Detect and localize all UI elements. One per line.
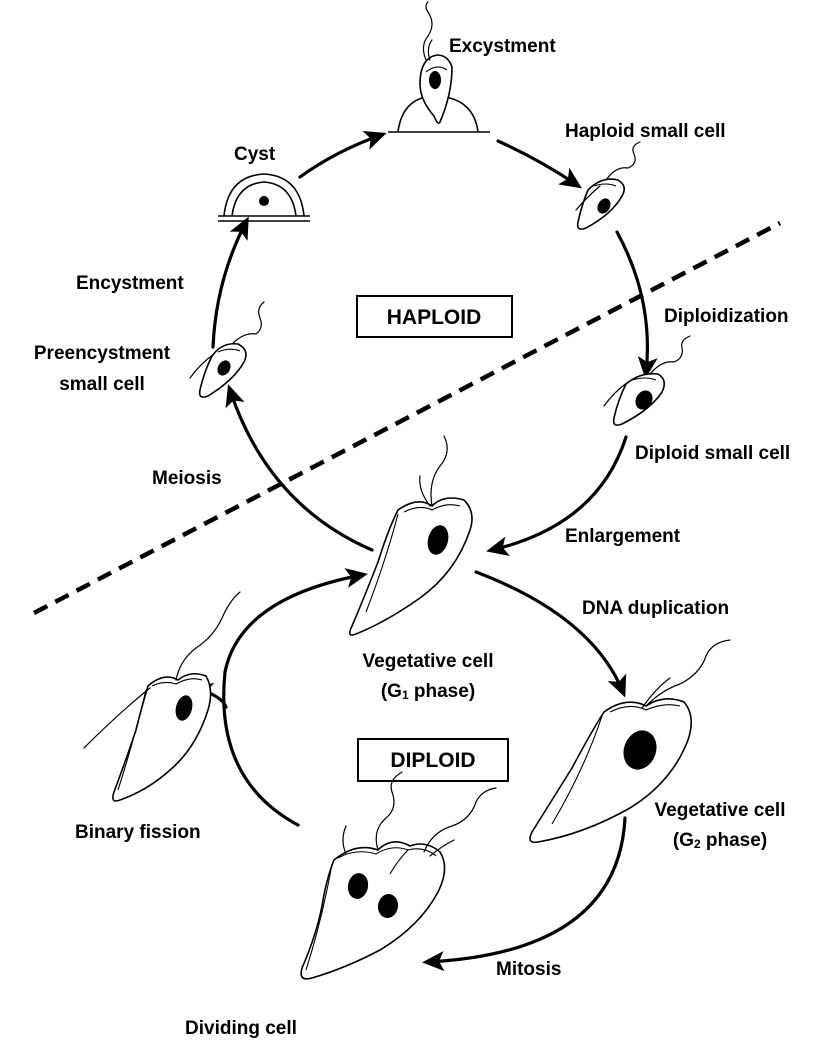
arrow-mitosis xyxy=(428,818,625,962)
arrow-excystment-to-haploid-cell xyxy=(498,141,577,185)
label-diploid-small-cell: Diploid small cell xyxy=(635,443,790,464)
label-encystment: Encystment xyxy=(76,273,184,294)
label-vegetative-g2-line2: (G2 phase) xyxy=(673,830,767,851)
arrow-meiosis xyxy=(230,390,372,550)
arrow-encystment xyxy=(213,222,246,347)
haploid-label: HAPLOID xyxy=(387,306,482,329)
label-binary-fission: Binary fission xyxy=(75,822,201,843)
label-dna-duplication: DNA duplication xyxy=(582,598,729,619)
label-vegetative-g2-line1: Vegetative cell xyxy=(655,800,786,821)
cyst-illustration xyxy=(218,174,310,221)
label-haploid-small-cell: Haploid small cell xyxy=(565,121,726,142)
arrow-binary-fission-loop xyxy=(224,575,362,825)
diploid-label: DIPLOID xyxy=(390,749,475,772)
dividing-cell-illustration xyxy=(301,772,496,979)
label-excystment: Excystment xyxy=(449,36,556,57)
label-diploidization: Diploidization xyxy=(664,306,789,327)
label-dividing-cell: Dividing cell xyxy=(185,1018,297,1039)
arrow-dna-duplication xyxy=(476,572,623,692)
label-preencystment-line1: Preencystment xyxy=(34,343,171,364)
label-mitosis: Mitosis xyxy=(496,959,561,980)
label-preencystment-line2: small cell xyxy=(59,374,145,395)
label-vegetative-g1-line2: (G1 phase) xyxy=(381,681,475,702)
diploid-box: DIPLOID xyxy=(358,739,508,781)
excystment-illustration xyxy=(388,2,490,132)
haploid-box: HAPLOID xyxy=(357,296,512,337)
vegetative-cell-g1-illustration xyxy=(350,436,472,635)
label-vegetative-g1-line1: Vegetative cell xyxy=(363,651,494,672)
label-enlargement: Enlargement xyxy=(565,526,681,547)
preencystment-small-cell-illustration xyxy=(190,302,264,397)
label-cyst: Cyst xyxy=(234,144,276,165)
haploid-small-cell-illustration xyxy=(576,142,640,229)
arrow-cyst-to-excystment xyxy=(300,135,381,177)
label-meiosis: Meiosis xyxy=(152,468,222,489)
